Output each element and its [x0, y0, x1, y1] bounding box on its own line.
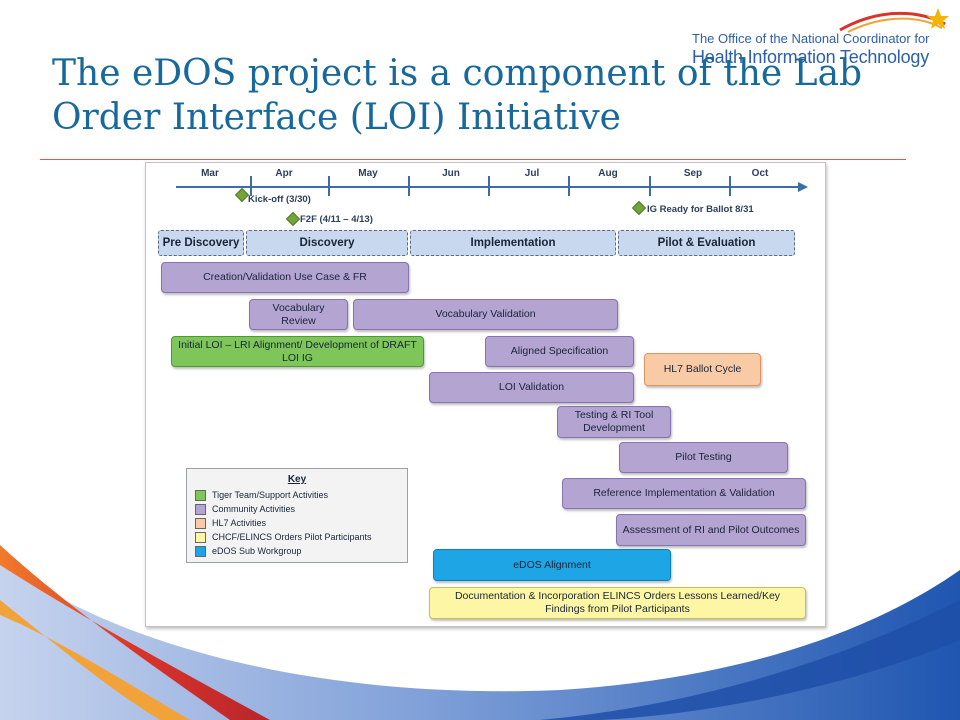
legend-label: HL7 Activities: [212, 518, 267, 528]
legend-title: Key: [287, 474, 307, 485]
month-label: Mar: [201, 168, 219, 179]
milestone-diamond-icon: [631, 200, 647, 216]
month-tick: [408, 176, 410, 196]
month-label: Oct: [751, 168, 769, 179]
legend-label: Tiger Team/Support Activities: [212, 490, 329, 500]
task-bar: eDOS Alignment: [433, 549, 671, 581]
legend-item: Tiger Team/Support Activities: [195, 489, 328, 501]
month-label: Aug: [598, 168, 618, 179]
legend-item: Community Activities: [195, 503, 295, 515]
month-label: May: [358, 168, 378, 179]
task-bar: Aligned Specification: [485, 336, 634, 367]
month-label: Jun: [442, 168, 460, 179]
logo-text-line2: Health Information Technology: [692, 47, 930, 67]
legend-label: Community Activities: [212, 504, 296, 514]
task-bar: HL7 Ballot Cycle: [644, 353, 761, 386]
legend-item: eDOS Sub Workgroup: [195, 545, 301, 557]
legend-swatch: [195, 503, 206, 515]
legend-label: CHCF/ELINCS Orders Pilot Participants: [212, 532, 372, 542]
month-tick: [568, 176, 570, 196]
slide-title: The eDOS project is a component of the L…: [52, 53, 863, 138]
phase-discovery: Discovery: [246, 230, 408, 256]
title-divider: [40, 159, 906, 160]
task-bar: Vocabulary Validation: [353, 299, 618, 330]
task-bar: Assessment of RI and Pilot Outcomes: [616, 514, 806, 546]
phase-implementation: Implementation: [410, 230, 616, 256]
task-bar: Documentation & Incorporation ELINCS Ord…: [429, 587, 806, 619]
task-bar: Initial LOI – LRI Alignment/ Development…: [171, 336, 424, 367]
legend-swatch: [195, 489, 206, 501]
task-bar: Testing & RI Tool Development: [557, 406, 671, 438]
month-label: Sep: [683, 168, 703, 179]
month-label: Apr: [275, 168, 293, 179]
legend-key: Key Tiger Team/Support Activities Commun…: [186, 468, 408, 563]
task-bar: LOI Validation: [429, 372, 634, 403]
milestone-diamond-icon: [285, 211, 301, 227]
logo-swoosh-star-icon: [839, 8, 949, 33]
month-tick: [250, 176, 252, 196]
milestone-label-kickoff: Kick-off (3/30): [248, 194, 311, 205]
legend-swatch: [195, 531, 206, 543]
legend-label: eDOS Sub Workgroup: [212, 546, 302, 556]
phase-pre-discovery: Pre Discovery: [158, 230, 244, 256]
legend-swatch: [195, 517, 206, 529]
month-tick: [649, 176, 651, 196]
loi-roadmap-gantt: Mar Apr May Jun Jul Aug Sep Oct Kick-off…: [145, 162, 826, 627]
onc-logo: The Office of the National Coordinator f…: [690, 6, 952, 68]
logo-text-line1: The Office of the National Coordinator f…: [692, 31, 930, 46]
legend-item: CHCF/ELINCS Orders Pilot Participants: [195, 531, 372, 543]
task-bar: Reference Implementation & Validation: [562, 478, 806, 509]
milestone-label-f2f: F2F (4/11 – 4/13): [300, 214, 373, 225]
legend-swatch: [195, 545, 206, 557]
milestone-label-ballot: IG Ready for Ballot 8/31: [647, 204, 754, 215]
timeline-arrow-icon: [798, 182, 808, 192]
milestone-diamond-icon: [234, 187, 250, 203]
month-tick: [488, 176, 490, 196]
timeline-axis: [176, 186, 806, 188]
phase-pilot-evaluation: Pilot & Evaluation: [618, 230, 795, 256]
legend-item: HL7 Activities: [195, 517, 266, 529]
month-tick: [729, 176, 731, 196]
month-label: Jul: [524, 168, 540, 179]
task-bar: Vocabulary Review: [249, 299, 348, 330]
task-bar: Pilot Testing: [619, 442, 788, 473]
task-bar: Creation/Validation Use Case & FR: [161, 262, 409, 293]
month-tick: [328, 176, 330, 196]
